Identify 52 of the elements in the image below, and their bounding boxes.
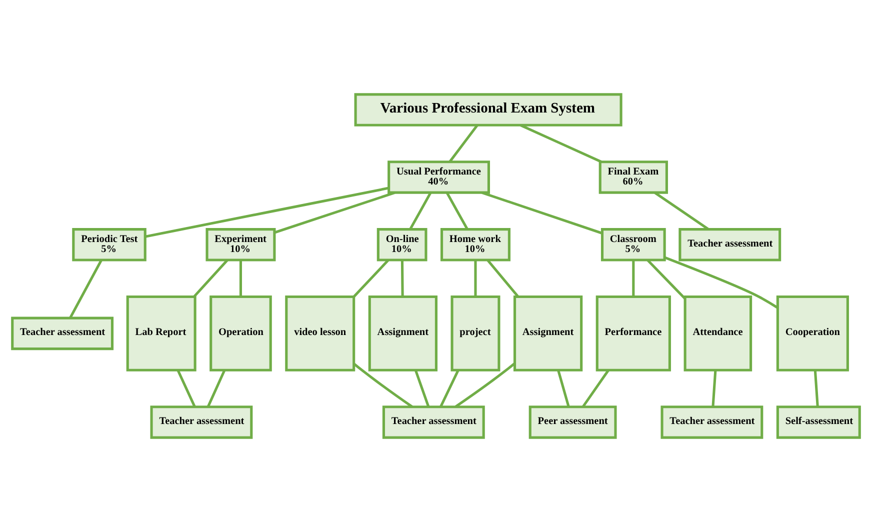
node-box: project [450,295,500,372]
node-box: Performance [596,295,671,372]
node-box: Cooperation [776,295,849,372]
connector [353,362,413,408]
connector [448,124,478,163]
connector [712,370,717,407]
connector [440,370,460,408]
node-box: Experiment 10% [206,228,276,262]
node-box: Final Exam 60% [598,160,668,194]
connector [193,259,228,298]
node-box: Attendance [684,295,752,372]
node-box: Teacher assessment [660,406,764,439]
node-box: Lab Report [126,295,196,372]
connector [206,370,226,408]
node-box: On-line 10% [376,228,428,262]
connector [664,256,778,309]
connector [414,370,430,408]
node-box: Various Professional Exam System [354,93,622,126]
connector [409,192,432,230]
node-box: Teacher assessment [678,228,782,262]
connector [400,260,404,297]
node-box: Assignment [368,295,438,372]
connector [69,260,102,319]
connector [582,369,610,408]
connector [482,191,603,234]
node-box: Teacher assessment [382,406,485,439]
connector [145,186,389,238]
connector [274,191,396,234]
connector [557,370,570,408]
node-box: Home work 10% [440,228,510,262]
connector [520,124,602,163]
node-box: Periodic Test 5% [72,228,146,262]
node-box: Teacher assessment [150,406,253,439]
connector [446,192,468,230]
node-box: Peer assessment [528,406,617,439]
node-box: Self-assessment [776,406,861,439]
connector [814,370,819,407]
connector [454,362,516,408]
connector [654,192,710,230]
connector [474,260,477,297]
node-box: video lesson [285,295,356,372]
connector [352,259,390,298]
node-box: Assignment [513,295,583,372]
node-box: Usual Performance 40% [388,160,490,194]
connector [239,260,242,297]
node-box: Classroom 5% [600,228,666,262]
connector [632,260,635,297]
connector [176,370,196,408]
node-box: Operation [210,295,272,372]
connector [486,259,520,298]
connector [646,259,686,300]
node-box: Teacher assessment [11,316,114,350]
